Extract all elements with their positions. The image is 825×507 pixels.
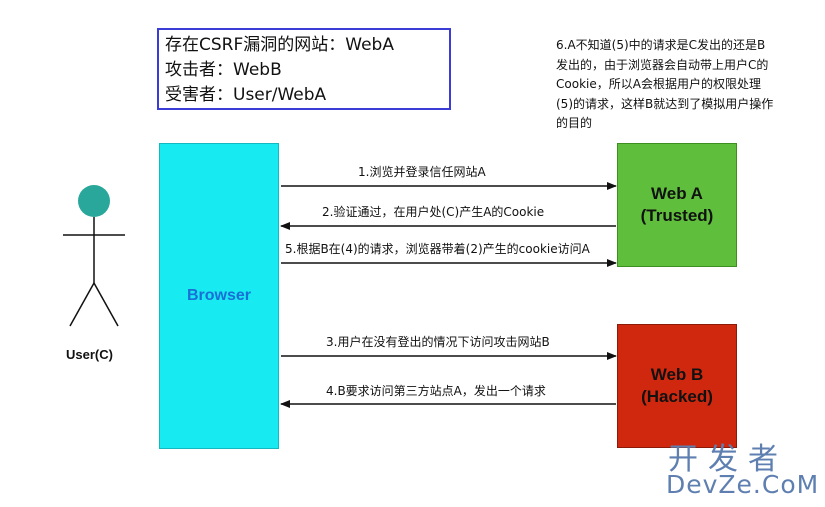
explanation-note: 6.A不知道(5)中的请求是C发出的还是B发出的，由于浏览器会自动带上用户C的C… bbox=[556, 38, 774, 130]
legend-victim: 受害者：User/WebA bbox=[165, 85, 327, 105]
user-head-icon bbox=[78, 185, 110, 217]
web-b-subtitle: (Hacked) bbox=[641, 387, 713, 406]
label-step-2: 2.验证通过，在用户处(C)产生A的Cookie bbox=[322, 205, 545, 219]
user-label: User(C) bbox=[66, 347, 113, 362]
legend-box: 存在CSRF漏洞的网站：WebA 攻击者：WebB 受害者：User/WebA bbox=[157, 28, 451, 110]
label-step-4: 4.B要求访问第三方站点A，发出一个请求 bbox=[326, 384, 546, 398]
legend-vulnerable-site: 存在CSRF漏洞的网站：WebA bbox=[165, 35, 394, 55]
web-b-title: Web B bbox=[650, 365, 704, 384]
watermark-chinese: 开发者 bbox=[668, 442, 788, 477]
browser-label: Browser bbox=[186, 287, 252, 304]
user-stick-figure bbox=[63, 185, 125, 327]
legend-attacker: 攻击者：WebB bbox=[165, 60, 282, 80]
web-a-subtitle: (Trusted) bbox=[640, 206, 714, 225]
label-step-1: 1.浏览并登录信任网站A bbox=[358, 165, 486, 179]
watermark-english: DevZe.CoM bbox=[666, 470, 820, 499]
label-step-3: 3.用户在没有登出的情况下访问攻击网站B bbox=[326, 335, 550, 349]
web-a-title: Web A bbox=[651, 184, 703, 203]
label-step-5: 5.根据B在(4)的请求，浏览器带着(2)产生的cookie访问A bbox=[285, 242, 590, 256]
web-b-node: Web B (Hacked) bbox=[617, 324, 737, 448]
web-a-node: Web A (Trusted) bbox=[617, 143, 737, 267]
browser-node: Browser bbox=[159, 143, 279, 449]
